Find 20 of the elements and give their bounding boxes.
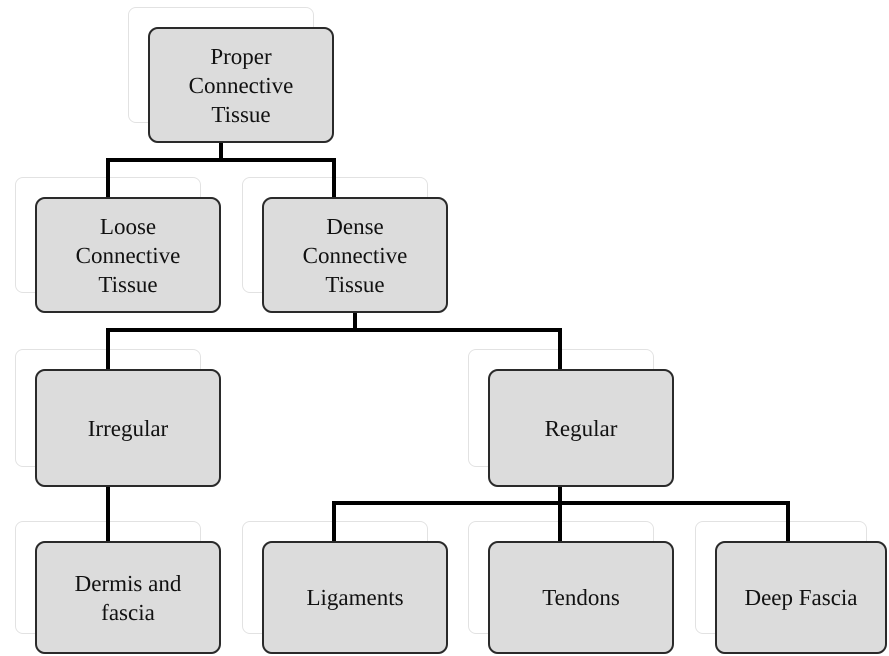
process-box [35, 369, 221, 487]
box-label: Irregular [88, 414, 168, 442]
process-box [35, 197, 221, 313]
process-box [488, 369, 674, 487]
process-box [488, 541, 674, 654]
process-box [262, 197, 448, 313]
box-label: Loose Connective Tissue [74, 212, 182, 298]
connector-line [106, 487, 110, 541]
box-label: Deep Fascia [744, 584, 858, 612]
process-box [262, 541, 448, 654]
box-label: Proper Connective Tissue [188, 42, 294, 128]
box-label: Ligaments [306, 584, 404, 612]
connector-line [353, 313, 562, 369]
box-label: Tendons [542, 584, 620, 612]
box-label: Regular [544, 414, 618, 442]
process-box [148, 27, 334, 143]
box-label: Dermis and fascia [74, 570, 182, 626]
process-box [35, 541, 221, 654]
box-label: Dense Connective Tissue [302, 212, 408, 298]
process-box [715, 541, 887, 654]
